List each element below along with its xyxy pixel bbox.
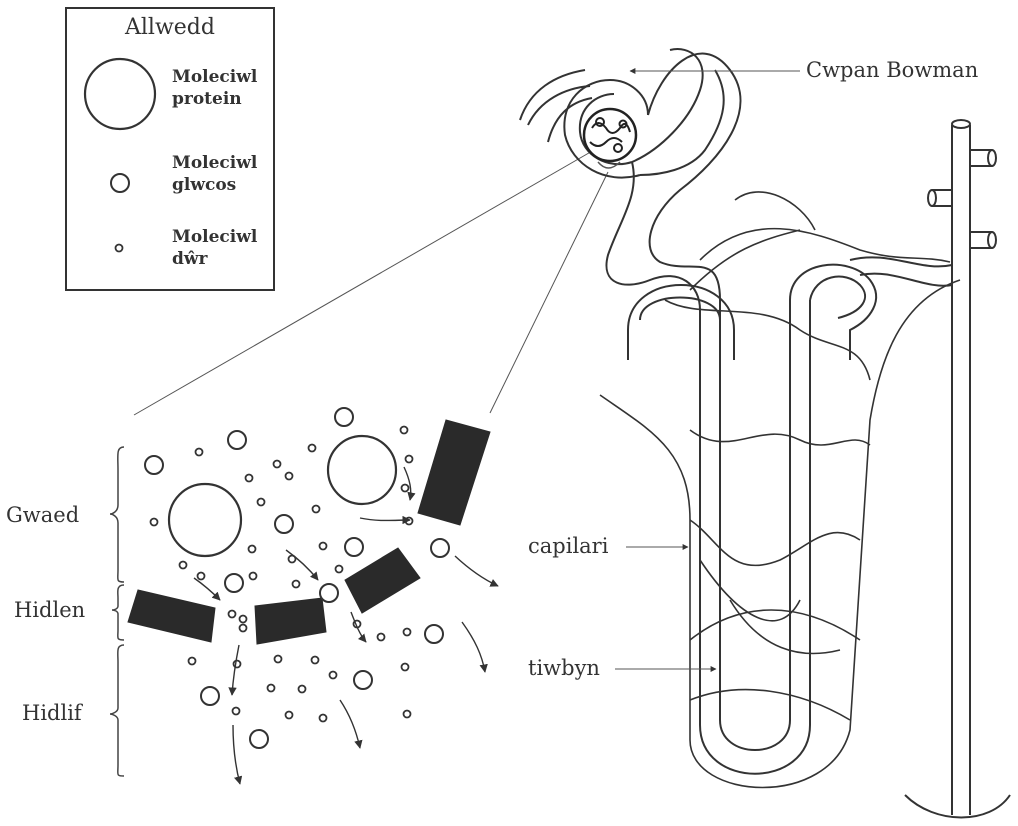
pointer-lines (615, 71, 800, 669)
label-bowman-cup: Cwpan Bowman (806, 58, 978, 82)
glomerulus (520, 70, 648, 178)
label-blood: Gwaed (6, 503, 79, 527)
label-filtrate: Hidlif (22, 701, 84, 725)
capillary-network (600, 192, 960, 788)
key-protein-line1: Moleciwl (172, 67, 258, 87)
water-molecule-icon (116, 245, 123, 252)
key-box: Allwedd Moleciwl protein Moleciwl glwcos… (66, 8, 274, 290)
protein-molecules (169, 436, 396, 556)
key-water-line2: dŵr (172, 249, 209, 269)
filtration-zoom: Gwaed Hidlen Hidlif (6, 408, 498, 784)
key-title: Allwedd (124, 15, 215, 40)
label-tubule: tiwbyn (528, 656, 600, 680)
label-capillary: capilari (528, 534, 609, 558)
glucose-molecule-icon (111, 174, 129, 192)
key-protein-line2: protein (172, 89, 242, 109)
label-filter: Hidlen (14, 598, 85, 622)
region-braces (110, 447, 124, 776)
key-water-line1: Moleciwl (172, 227, 258, 247)
protein-molecule-icon (85, 59, 155, 129)
nephron-tubule (606, 49, 1010, 817)
key-glucose-line1: Moleciwl (172, 153, 258, 173)
key-glucose-line2: glwcos (172, 175, 236, 195)
